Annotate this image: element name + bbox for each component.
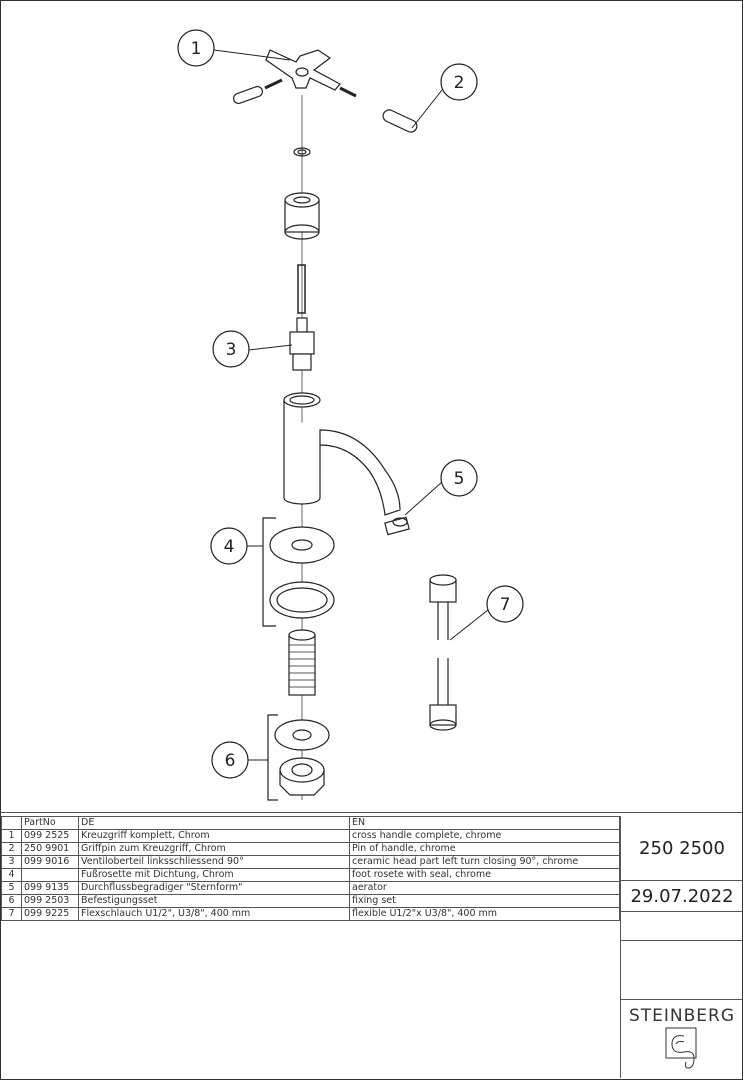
cell-de: Befestigungsset: [78, 894, 350, 908]
cell-partno: 099 2525: [21, 829, 79, 843]
cell-de: Flexschlauch Ü1/2", Ü3/8", 400 mm: [78, 907, 350, 921]
cell-en: foot rosete with seal, chrome: [349, 868, 620, 882]
cell-index: 7: [1, 907, 22, 921]
header-de: DE: [78, 816, 350, 830]
drawing-date: 29.07.2022: [630, 885, 734, 907]
empty-box: [620, 912, 743, 941]
table-header-row: PartNo DE EN: [1, 816, 620, 830]
callout-4: 4: [210, 527, 248, 565]
callout-1: 1: [177, 29, 215, 67]
cell-en: ceramic head part left turn closing 90°,…: [349, 855, 620, 869]
cell-partno: [21, 868, 79, 882]
article-number: 250 2500: [639, 837, 725, 859]
cell-en: aerator: [349, 881, 620, 895]
cell-partno: 099 2503: [21, 894, 79, 908]
washer-part: [293, 147, 311, 157]
cell-index: 5: [1, 881, 22, 895]
title-block-divider: [0, 812, 743, 813]
cell-de: Kreuzgriff komplett, Chrom: [78, 829, 350, 843]
header-en: EN: [349, 816, 620, 830]
svg-text:1: 1: [191, 39, 202, 59]
foot-rosette-part: [269, 526, 335, 619]
brand-name: STEINBERG: [628, 1006, 736, 1026]
cell-de: Ventiloberteil linksschliessend 90°: [78, 855, 350, 869]
cell-partno: 099 9135: [21, 881, 79, 895]
cell-de: Fußrosette mit Dichtung, Chrom: [78, 868, 350, 882]
article-number-box: 250 2500: [620, 816, 743, 881]
spout-body-part: [283, 392, 401, 516]
header-index: [1, 816, 22, 830]
callout-2: 2: [440, 63, 478, 101]
steinberg-logo-icon: [665, 1027, 697, 1069]
svg-text:5: 5: [454, 469, 465, 489]
cell-partno: 250 9901: [21, 842, 79, 856]
cell-index: 3: [1, 855, 22, 869]
spindle-part: [297, 264, 306, 314]
svg-text:6: 6: [225, 751, 236, 771]
cell-index: 6: [1, 894, 22, 908]
fixing-set-part: [274, 719, 330, 796]
cross-handle-part: [233, 49, 418, 133]
svg-text:2: 2: [454, 73, 465, 93]
flexible-hose-part: [429, 574, 457, 731]
cell-en: fixing set: [349, 894, 620, 908]
callout-7: 7: [486, 585, 524, 623]
cell-en: flexible Ü1/2"x Ü3/8", 400 mm: [349, 907, 620, 921]
cell-index: 2: [1, 842, 22, 856]
date-box: 29.07.2022: [620, 881, 743, 912]
cell-en: Pin of handle, chrome: [349, 842, 620, 856]
leader-lines: [213, 49, 489, 761]
brand-box: STEINBERG: [620, 1000, 743, 1078]
callout-3: 3: [212, 330, 250, 368]
svg-text:7: 7: [500, 595, 511, 615]
cartridge-part: [289, 317, 315, 371]
cell-en: cross handle complete, chrome: [349, 829, 620, 843]
header-partno: PartNo: [21, 816, 79, 830]
cell-index: 4: [1, 868, 22, 882]
cell-partno: 099 9225: [21, 907, 79, 921]
callout-5: 5: [440, 459, 478, 497]
bracket-4: [262, 517, 276, 627]
cell-de: Durchflussbegradiger "Sternform": [78, 881, 350, 895]
cell-index: 1: [1, 829, 22, 843]
svg-text:3: 3: [226, 340, 237, 360]
callout-6: 6: [211, 741, 249, 779]
cell-partno: 099 9016: [21, 855, 79, 869]
exploded-view-drawing: 1 2 3 4 5 6 7: [177, 29, 524, 801]
threaded-rod-part: [288, 629, 316, 696]
aerator-part: [384, 516, 410, 536]
bracket-6: [267, 714, 278, 801]
empty-box: [620, 941, 743, 1000]
cap-part: [284, 192, 320, 240]
svg-text:4: 4: [224, 537, 235, 557]
cell-de: Griffpin zum Kreuzgriff, Chrom: [78, 842, 350, 856]
